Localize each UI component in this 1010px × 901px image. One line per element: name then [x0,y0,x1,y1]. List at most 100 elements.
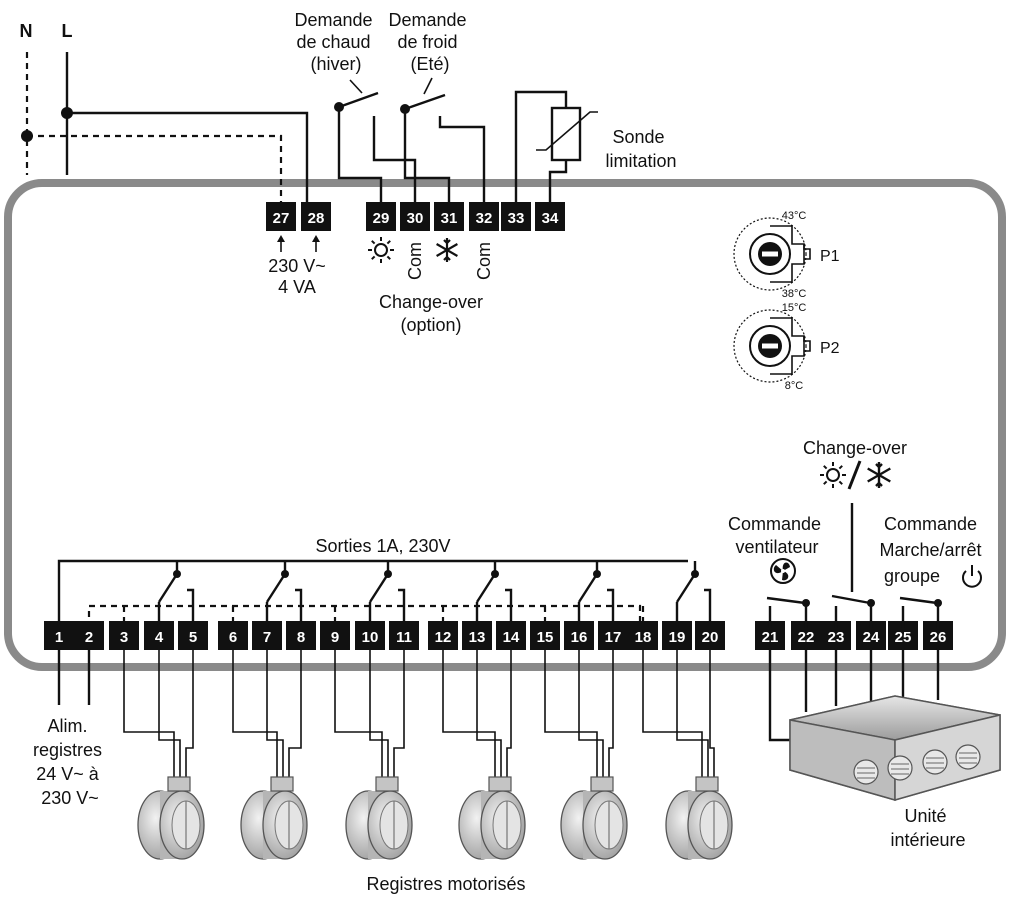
dampers-label: Registres motorisés [366,874,525,894]
p2-max-temp: 15°C [782,302,807,314]
terminal-27: 27 [266,202,296,231]
terminal-12: 12 [428,621,458,650]
terminal-17: 17 [598,621,628,650]
terminal-number: 10 [362,629,379,646]
terminal-5: 5 [178,621,208,650]
terminal-number: 31 [441,210,458,227]
sun-icon-changeover [820,462,846,488]
terminal-1: 1 [44,621,74,650]
terminal-20: 20 [695,621,725,650]
terminal-32: 32 [469,202,499,231]
terminal-number: 15 [537,629,554,646]
relay-outputs [122,561,712,621]
terminal-number: 4 [155,629,164,646]
terminal-33: 33 [501,202,531,231]
snowflake-icon-changeover [867,462,891,488]
terminal-2: 2 [74,621,104,650]
indoor-unit [789,695,1001,801]
terminal-number: 12 [435,629,452,646]
terminal-number: 34 [542,210,559,227]
terminal-number: 24 [863,629,880,646]
terminal-16: 16 [564,621,594,650]
com-label-32: Com [474,242,494,280]
terminal-number: 27 [273,210,290,227]
terminal-number: 1 [55,629,63,646]
p2-label: P2 [820,340,840,357]
terminal-number: 13 [469,629,486,646]
terminal-25: 25 [888,621,918,650]
terminal-15: 15 [530,621,560,650]
changeover-option-subtitle: (option) [400,315,461,335]
motorized-dampers [123,650,733,860]
terminal-number: 17 [605,629,622,646]
fan-command-label: Commande ventilateur [728,514,826,557]
terminal-number: 33 [508,210,525,227]
terminal-19: 19 [662,621,692,650]
terminal-6: 6 [218,621,248,650]
damper-6 [665,776,733,860]
supply-power: 4 VA [278,277,316,297]
terminal-34: 34 [535,202,565,231]
p1-min-temp: 38°C [782,288,807,300]
terminal-11: 11 [389,621,419,650]
controller-enclosure [4,179,1006,671]
terminal-10: 10 [355,621,385,650]
damper-5 [560,776,628,860]
outputs-label: Sorties 1A, 230V [315,536,450,556]
terminal-number: 28 [308,210,325,227]
alim-label: Alim. registres 24 V~ à 230 V~ [33,716,107,808]
damper-4 [458,776,526,860]
damper-1 [137,776,205,860]
onoff-command-label: Commande Marche/arrêt groupe [879,514,986,586]
terminal-29: 29 [366,202,396,231]
supply-voltage: 230 V~ [268,256,326,276]
changeover-option-title: Change-over [379,292,483,312]
potentiometer-p1[interactable] [733,217,811,291]
terminal-number: 3 [120,629,128,646]
terminal-3: 3 [109,621,139,650]
terminal-14: 14 [496,621,526,650]
terminal-number: 32 [476,210,493,227]
terminal-number: 11 [396,629,412,646]
terminal-30: 30 [400,202,430,231]
damper-2 [240,776,308,860]
terminal-28: 28 [301,202,331,231]
terminal-number: 5 [189,629,197,646]
terminal-number: 20 [702,629,719,646]
terminal-number: 6 [229,629,237,646]
terminal-number: 29 [373,210,390,227]
terminal-number: 21 [762,629,779,646]
indoor-unit-label: Unité intérieure [890,806,965,850]
limit-probe-label: Sonde limitation [605,127,676,171]
changeover-command-label: Change-over [803,438,907,458]
terminal-31: 31 [434,202,464,231]
p1-max-temp: 43°C [782,210,807,222]
terminal-number: 2 [85,629,93,646]
terminal-number: 9 [331,629,339,646]
terminal-13: 13 [462,621,492,650]
terminal-9: 9 [320,621,350,650]
terminal-8: 8 [286,621,316,650]
terminal-number: 22 [798,629,815,646]
com-label-30: Com [405,242,425,280]
terminal-number: 8 [297,629,305,646]
sun-icon [368,237,394,263]
terminal-number: 16 [571,629,588,646]
neutral-label: N [20,21,33,41]
terminal-number: 30 [407,210,424,227]
p2-min-temp: 8°C [785,380,804,392]
heat-demand-label: Demande de chaud (hiver) [294,10,377,74]
damper-3 [345,776,413,860]
top-terminal-block: 27 28 29 30 31 32 33 34 [266,202,565,231]
cold-demand-label: Demande de froid (Eté) [388,10,471,74]
terminal-number: 25 [895,629,912,646]
terminal-7: 7 [252,621,282,650]
command-contacts [766,594,942,628]
potentiometer-p2[interactable] [733,309,811,383]
terminal-number: 7 [263,629,271,646]
terminal-4: 4 [144,621,174,650]
terminal-number: 19 [669,629,686,646]
